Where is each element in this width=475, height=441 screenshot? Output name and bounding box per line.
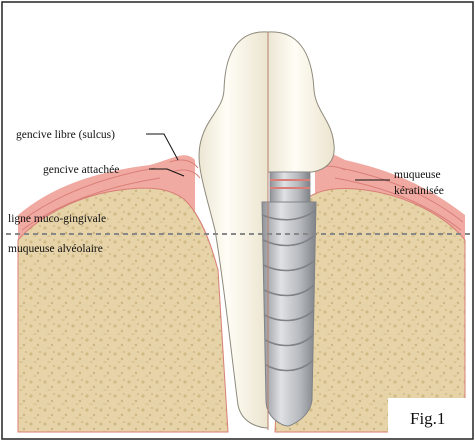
label-mucogingival-line: ligne muco-gingivale (8, 213, 106, 225)
label-keratinized-mucosa-2: kératinisée (394, 185, 444, 197)
label-free-gingiva: gencive libre (sulcus) (16, 129, 115, 141)
label-alveolar-mucosa: muqueuse alvéolaire (8, 243, 103, 255)
label-keratinized-mucosa-1: muqueuse (394, 169, 441, 181)
figure-caption: Fig.1 (410, 409, 445, 428)
label-attached-gingiva: gencive attachée (43, 164, 119, 176)
